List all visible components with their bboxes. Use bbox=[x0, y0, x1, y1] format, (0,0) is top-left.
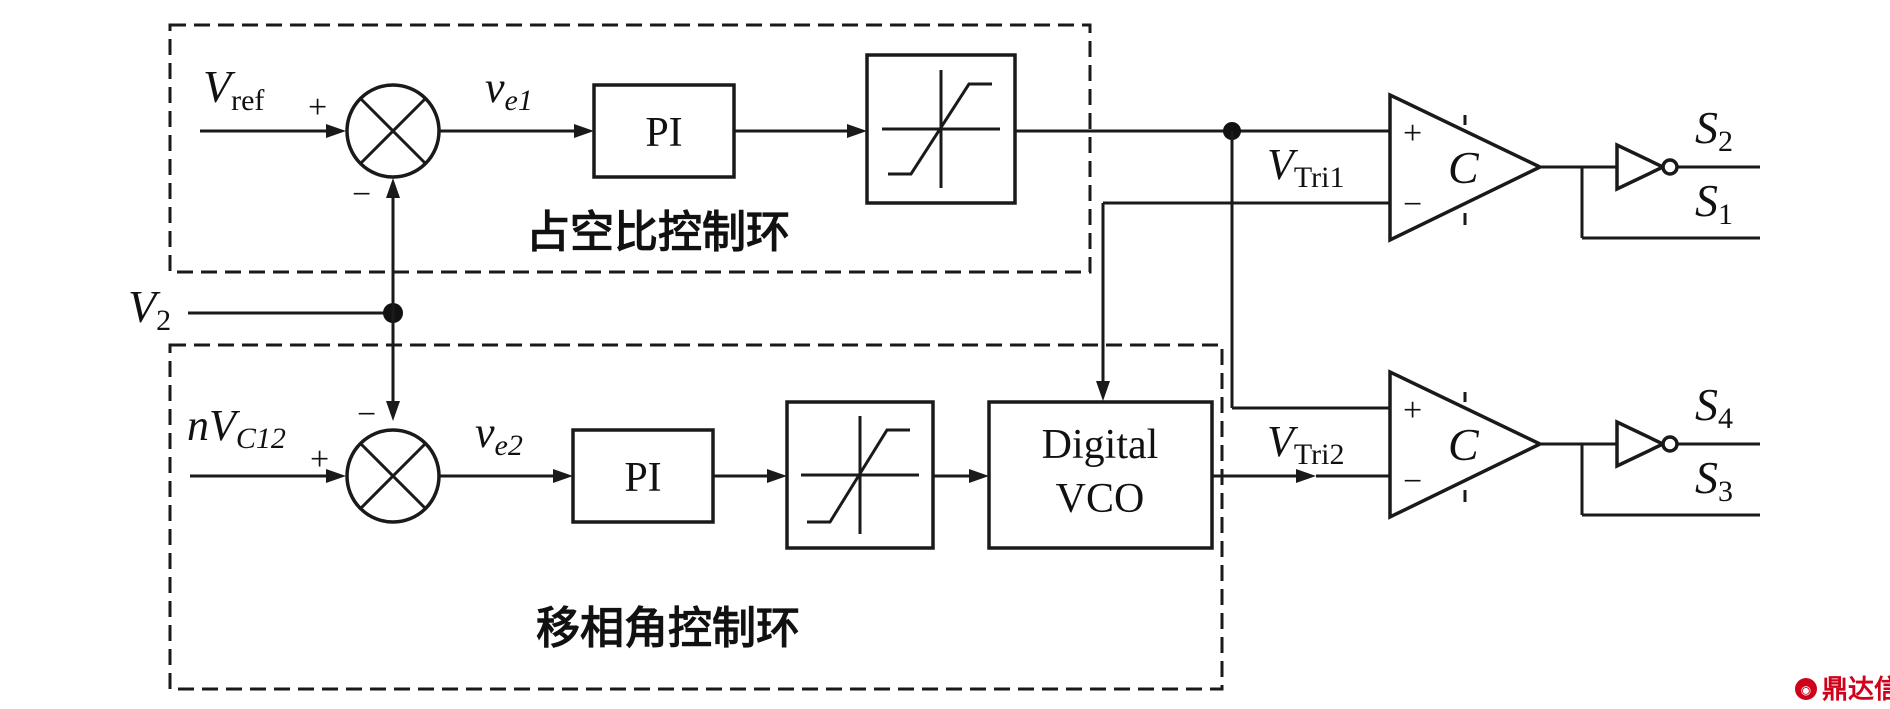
s2-label: S2 bbox=[1695, 102, 1733, 158]
vtri1-label: VTri1 bbox=[1267, 140, 1345, 194]
comp2-label: C bbox=[1448, 419, 1480, 470]
comp1-minus: − bbox=[1403, 186, 1422, 223]
s3-label: S3 bbox=[1695, 452, 1733, 508]
vco-label-line2: VCO bbox=[1056, 476, 1145, 522]
limiter-block-2 bbox=[785, 400, 935, 550]
comp1-plus: + bbox=[1403, 115, 1422, 152]
comparator-1 bbox=[1388, 92, 1545, 243]
duty-loop-frame bbox=[168, 23, 1092, 274]
comp1-label: C bbox=[1448, 142, 1480, 193]
ve2-label: ve2 bbox=[475, 408, 523, 462]
sum1-minus-sign: − bbox=[352, 176, 371, 213]
limiter-block-1 bbox=[865, 53, 1017, 205]
phase-loop-label: 移相角控制环 bbox=[536, 603, 800, 654]
watermark: ◉ 鼎达信 bbox=[1795, 675, 1890, 705]
vref-label: Vref bbox=[203, 61, 264, 117]
sum2-plus-sign: + bbox=[310, 441, 329, 478]
vref-arrow bbox=[326, 124, 346, 138]
s4-label: S4 bbox=[1695, 379, 1733, 435]
ve1-label: ve1 bbox=[485, 63, 533, 117]
vco-label-line1: Digital bbox=[1042, 422, 1159, 468]
inverter-1 bbox=[1615, 142, 1679, 192]
s1-label: S1 bbox=[1695, 175, 1733, 231]
watermark-text: 鼎达信 bbox=[1822, 675, 1890, 705]
comp2-plus: + bbox=[1403, 392, 1422, 429]
pi-label-2: PI bbox=[624, 455, 661, 501]
sum2-minus-sign: − bbox=[357, 396, 376, 433]
digital-vco-block bbox=[987, 400, 1214, 550]
pi-label-1: PI bbox=[645, 110, 682, 156]
comparator-2 bbox=[1388, 369, 1545, 520]
summing-junction-1 bbox=[345, 83, 441, 179]
nvc12-label: nVC12 bbox=[187, 401, 286, 455]
comp2-minus: − bbox=[1403, 463, 1422, 500]
vtri2-label: VTri2 bbox=[1267, 417, 1345, 471]
svg-text:◉: ◉ bbox=[1801, 683, 1811, 697]
v2-label: V2 bbox=[128, 281, 171, 337]
sum1-plus-sign: + bbox=[308, 89, 327, 126]
phase-loop-frame bbox=[168, 343, 1224, 691]
inverter-2 bbox=[1615, 419, 1679, 469]
summing-junction-2 bbox=[345, 428, 441, 524]
duty-loop-label: 占空比控制环 bbox=[526, 207, 790, 258]
